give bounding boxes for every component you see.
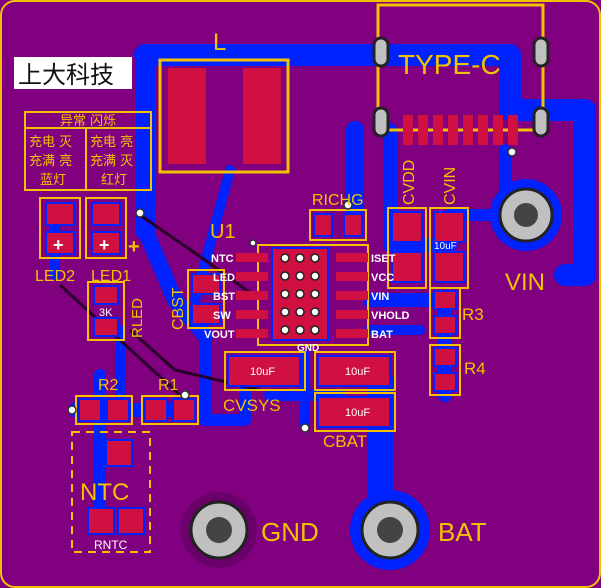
bat-pad — [350, 490, 430, 570]
pin-led: LED — [213, 272, 235, 284]
pin-bat: BAT — [371, 329, 393, 341]
pin-gnd: GND — [297, 343, 319, 354]
cvdd-label: CVDD — [401, 160, 418, 205]
vin-pad — [490, 179, 562, 251]
r2-footprint — [75, 395, 133, 425]
cvin-footprint — [429, 207, 469, 289]
led1-polarity-plus: + — [128, 236, 140, 258]
cap-middle-footprint — [314, 351, 396, 391]
cvsys-footprint — [224, 351, 306, 391]
led1-plus: + — [99, 235, 110, 255]
inductor-label: L — [213, 29, 226, 56]
gnd-pad — [181, 492, 257, 568]
company-label: 上大科技 — [18, 61, 114, 89]
r4-label: R4 — [464, 359, 486, 378]
status-r1-c1: 充电 灭 — [29, 134, 72, 150]
gnd-label: GND — [261, 517, 319, 547]
rntc-label: RNTC — [94, 538, 128, 552]
status-r1-c2: 充电 亮 — [90, 134, 133, 150]
ntc-footprint — [71, 431, 151, 553]
led1-label: LED1 — [91, 268, 131, 285]
led2-footprint — [39, 197, 81, 259]
inductor-l — [158, 58, 290, 174]
pin-vcc: VCC — [371, 272, 394, 284]
pin-sw: SW — [213, 310, 231, 322]
r3-footprint — [429, 287, 461, 339]
cvdd-footprint — [387, 207, 427, 289]
r2-label: R2 — [98, 377, 119, 394]
r3-label: R3 — [462, 305, 484, 324]
pin-vhold: VHOLD — [371, 310, 410, 322]
led1-footprint — [85, 197, 127, 259]
u1-label: U1 — [210, 221, 236, 243]
status-r3-c1: 蓝灯 — [40, 173, 66, 188]
cbat-label: CBAT — [323, 432, 367, 451]
status-r3-c2: 红灯 — [101, 172, 127, 188]
status-header: 异常 闪烁 — [60, 114, 116, 129]
vias — [67, 147, 517, 433]
cap-middle-value: 10uF — [345, 366, 370, 378]
company-label-bg — [14, 57, 132, 89]
status-r2-c2: 充满 灭 — [90, 153, 133, 169]
ntc-label: NTC — [80, 479, 129, 506]
pin-bst: BST — [213, 291, 235, 303]
rled-label: RLED — [129, 298, 146, 338]
cvin-label: CVIN — [442, 167, 459, 205]
r1-footprint — [141, 395, 199, 425]
cbst-footprint — [187, 269, 225, 329]
led2-label: LED2 — [35, 268, 75, 285]
typec-connector — [372, 3, 550, 145]
status-r2-c1: 充满 亮 — [29, 153, 72, 169]
cbat-value: 10uF — [345, 407, 370, 419]
cbst-label: CBST — [170, 287, 187, 330]
richg-label: RICHG — [312, 192, 364, 209]
pin-iset: ISET — [371, 253, 396, 265]
vin-label: VIN — [505, 269, 545, 296]
cvin-value: 10uF — [434, 241, 457, 252]
pin-ntc: NTC — [211, 253, 234, 265]
cvsys-value: 10uF — [250, 366, 275, 378]
rled-footprint — [87, 281, 125, 341]
usb-label: TYPE-C — [398, 49, 501, 80]
r1-label: R1 — [158, 377, 179, 394]
bat-label: BAT — [438, 517, 487, 547]
pin-vout: VOUT — [204, 329, 235, 341]
cvsys-label: CVSYS — [223, 396, 281, 415]
u1-ic — [236, 240, 369, 346]
pin-vin: VIN — [371, 291, 389, 303]
led2-plus: + — [53, 235, 64, 255]
richg-footprint — [309, 209, 367, 241]
r4-footprint — [429, 344, 461, 396]
cbat-footprint — [314, 392, 396, 432]
status-table-frame — [24, 111, 152, 191]
rled-value: 3K — [99, 307, 113, 319]
